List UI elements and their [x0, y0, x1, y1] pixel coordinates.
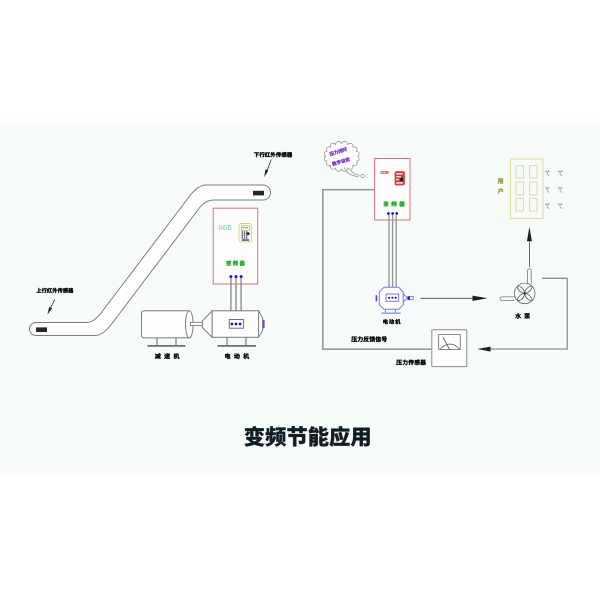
svg-text:GDB: GDB	[218, 225, 232, 233]
svg-text:GDB: GDB	[380, 170, 389, 176]
